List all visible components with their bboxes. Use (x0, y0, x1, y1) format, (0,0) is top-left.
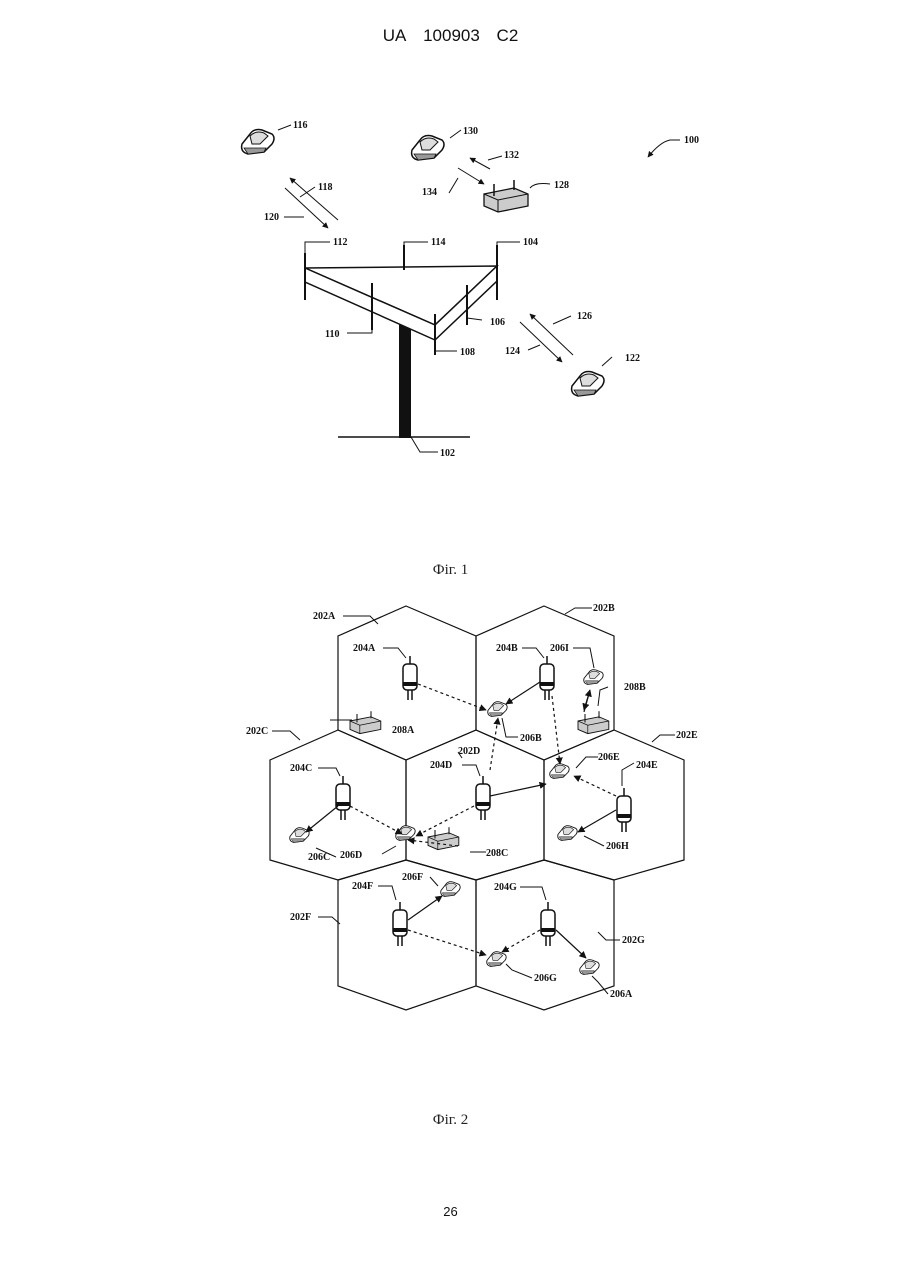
label-204G: 204G (494, 882, 517, 893)
label-206I: 206I (550, 643, 569, 654)
label-120: 120 (264, 212, 279, 223)
label-206C: 206C (308, 852, 330, 863)
label-124: 124 (505, 346, 520, 357)
label-208C: 208C (486, 848, 508, 859)
label-202F: 202F (290, 912, 311, 923)
label-202D: 202D (458, 746, 480, 757)
label-134: 134 (422, 187, 437, 198)
label-208A: 208A (392, 725, 415, 736)
label-116: 116 (293, 120, 307, 131)
label-106: 106 (490, 317, 505, 328)
label-108: 108 (460, 347, 475, 358)
figure-1-caption: Фіг. 1 (0, 562, 901, 579)
label-206E: 206E (598, 752, 620, 763)
label-114: 114 (431, 237, 445, 248)
label-202C: 202C (246, 726, 268, 737)
label-118: 118 (318, 182, 332, 193)
label-130: 130 (463, 126, 478, 137)
label-204F: 204F (352, 881, 373, 892)
figure-1: 100 102 104 106 108 110 112 114 116 118 … (242, 120, 699, 459)
label-206D: 206D (340, 850, 362, 861)
label-132: 132 (504, 150, 519, 161)
label-202E: 202E (676, 730, 698, 741)
label-206H: 206H (606, 841, 629, 852)
label-202G: 202G (622, 935, 645, 946)
label-204A: 204A (353, 643, 376, 654)
label-202A: 202A (313, 611, 336, 622)
label-104: 104 (523, 237, 538, 248)
label-206B: 206B (520, 733, 542, 744)
label-202B: 202B (593, 603, 615, 614)
page-number: 26 (0, 1204, 901, 1219)
label-206F: 206F (402, 872, 423, 883)
label-204D: 204D (430, 760, 452, 771)
label-126: 126 (577, 311, 592, 322)
label-208B: 208B (624, 682, 646, 693)
label-100: 100 (684, 135, 699, 146)
label-112: 112 (333, 237, 347, 248)
label-204C: 204C (290, 763, 312, 774)
figure-2-caption: Фіг. 2 (0, 1112, 901, 1129)
label-128: 128 (554, 180, 569, 191)
label-102: 102 (440, 448, 455, 459)
label-206A: 206A (610, 989, 633, 1000)
label-122: 122 (625, 353, 640, 364)
label-204B: 204B (496, 643, 518, 654)
label-110: 110 (325, 329, 339, 340)
label-206G: 206G (534, 973, 557, 984)
label-204E: 204E (636, 760, 658, 771)
figure-2-devices (290, 656, 631, 974)
